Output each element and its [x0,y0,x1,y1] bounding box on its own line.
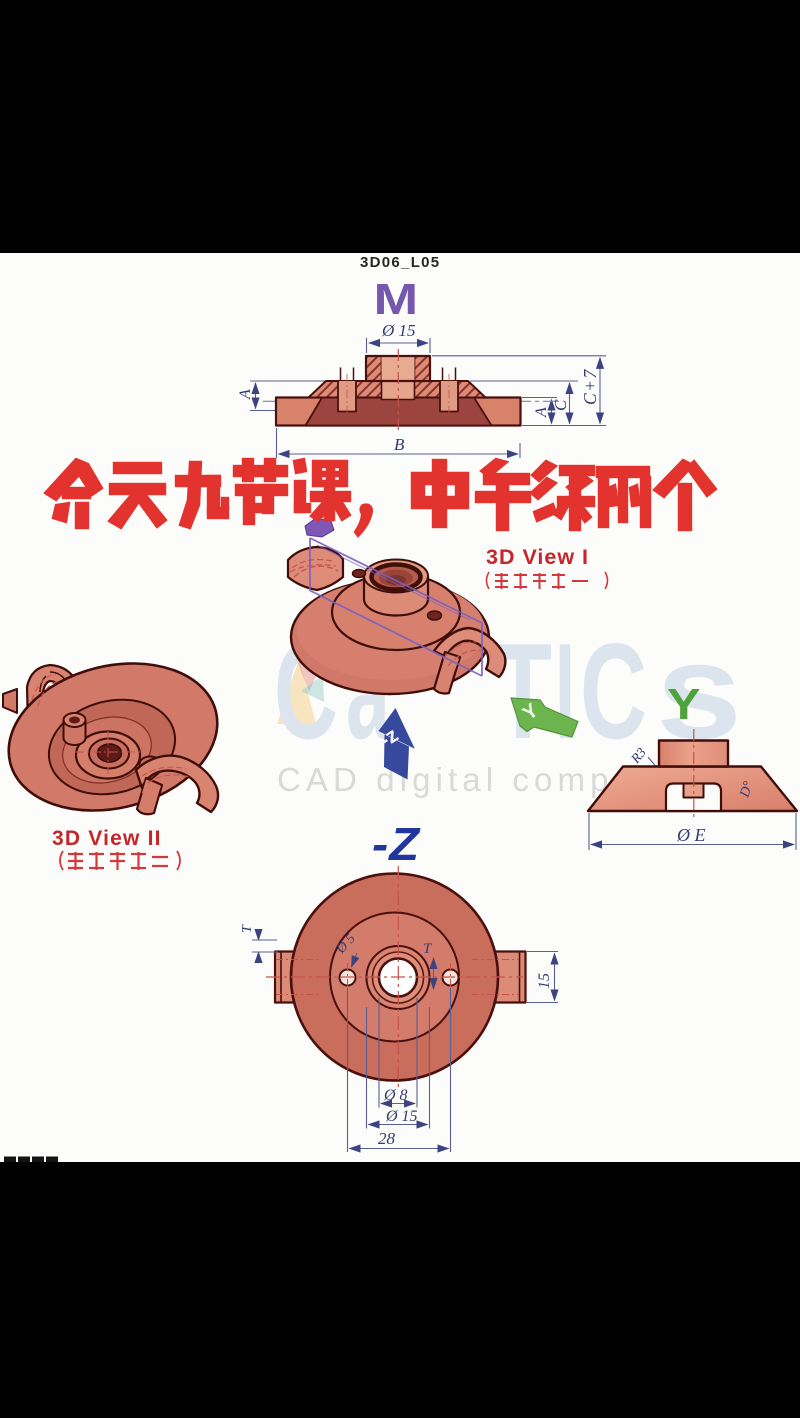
svg-text:Ø 15: Ø 15 [381,321,416,340]
svg-text:-Z: -Z [372,819,421,870]
svg-text:B: B [394,435,405,454]
svg-text:T: T [240,924,255,933]
svg-text:D°: D° [737,779,757,800]
svg-text:A: A [533,407,550,418]
svg-text:T: T [423,941,433,957]
svg-text:M: M [374,275,419,323]
svg-text:A: A [237,389,254,400]
svg-text:C: C [551,399,570,411]
svg-text:Ø 15: Ø 15 [385,1108,418,1125]
svg-text:Ø E: Ø E [676,825,706,845]
svg-text:T: T [494,615,552,767]
svg-text:3D View I: 3D View I [486,545,589,569]
svg-text:I: I [555,615,575,767]
svg-text:3D View II: 3D View II [52,827,162,850]
svg-text:15: 15 [536,973,553,989]
svg-text:28: 28 [378,1129,396,1148]
svg-text:3D06_L05: 3D06_L05 [360,254,440,271]
svg-text:C: C [580,615,647,767]
svg-text:Ø 8: Ø 8 [383,1087,408,1104]
svg-text:C+7: C+7 [580,368,600,405]
svg-text:Y: Y [667,679,700,728]
